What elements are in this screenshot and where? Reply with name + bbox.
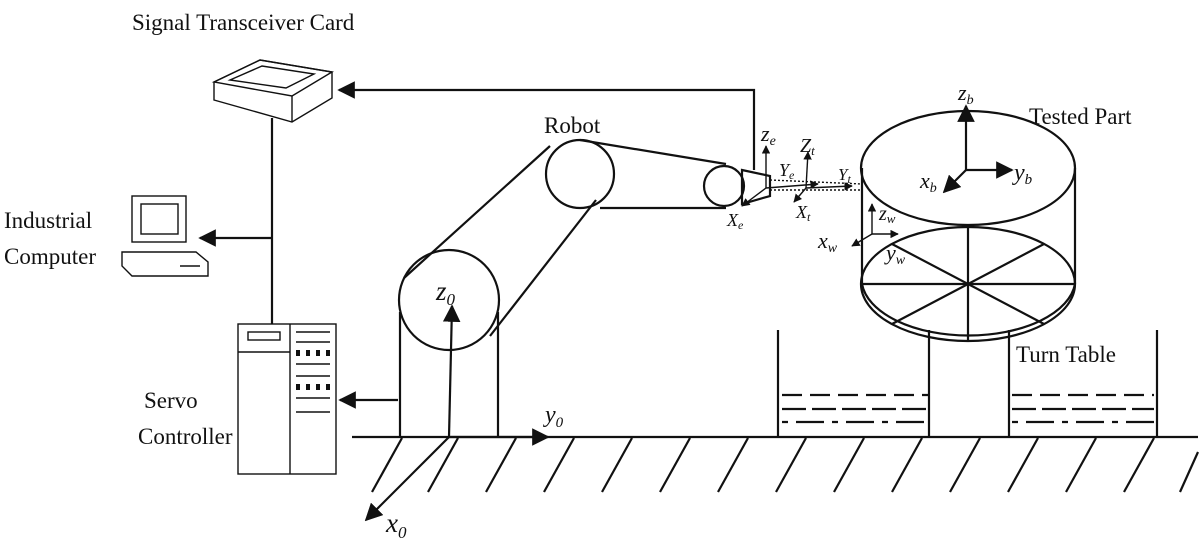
yw-label: yw	[884, 240, 906, 268]
ground-hatching	[371, 437, 1200, 493]
servo-controller: Servo Controller	[138, 323, 337, 475]
computer-label: Computer	[4, 244, 96, 269]
signal-lines	[198, 81, 756, 409]
tested-part-label: Tested Part	[1029, 104, 1132, 129]
xt-label: Xt	[795, 202, 811, 224]
tested-part: Tested Part	[859, 104, 1132, 343]
turn-table-label: Turn Table	[1016, 342, 1116, 367]
ye-label: Ye	[779, 160, 795, 182]
robot-arm: Robot	[397, 113, 863, 437]
zw-label: zw	[878, 203, 896, 226]
water-level	[782, 393, 1154, 424]
tool-frame-axes: ze Ye Xe Zt Yt Xt	[726, 121, 853, 232]
zb-label: zb	[957, 80, 974, 108]
robot-label: Robot	[544, 113, 601, 138]
upper-link-edge-1	[579, 138, 727, 166]
controller-cabinet	[237, 323, 337, 475]
yt-label: Yt	[838, 165, 851, 186]
elbow-joint	[544, 138, 616, 210]
ground	[352, 435, 1200, 493]
robot-to-card-arrow	[337, 81, 756, 170]
xe-label: Xe	[726, 210, 744, 232]
signal-transceiver-card: Signal Transceiver Card	[132, 10, 355, 123]
lower-link-edge-1	[403, 145, 551, 279]
industrial-label: Industrial	[4, 208, 92, 233]
y0-label: y0	[543, 402, 564, 431]
yb-label: yb	[1012, 160, 1033, 188]
servo-label: Servo	[144, 388, 198, 413]
signal-card-label: Signal Transceiver Card	[132, 10, 355, 35]
x0-label: x0	[385, 508, 407, 542]
turn-table: Turn Table	[776, 330, 1159, 437]
zt-label: Zt	[800, 135, 815, 158]
z0-label: z0	[435, 276, 456, 309]
turntable-spokes	[861, 227, 1075, 341]
xw-label: xw	[817, 228, 838, 256]
industrial-computer: Industrial Computer	[4, 195, 209, 277]
part-frame-axes: zb yb xb zw xw yw	[817, 80, 1033, 268]
shoulder-joint	[397, 248, 501, 352]
monitor	[131, 195, 187, 243]
ze-label: ze	[760, 121, 776, 149]
xb-label: xb	[919, 168, 937, 196]
end-effector	[740, 168, 772, 206]
lower-link-edge-2	[489, 199, 597, 337]
base-frame-axes: z0 y0 x0	[364, 276, 564, 542]
computer-base	[121, 251, 209, 277]
wrist-joint	[702, 164, 746, 208]
controller-buttons	[296, 350, 330, 390]
controller-label: Controller	[138, 424, 233, 449]
monitor-screen	[140, 203, 179, 235]
controller-panel	[296, 331, 330, 413]
